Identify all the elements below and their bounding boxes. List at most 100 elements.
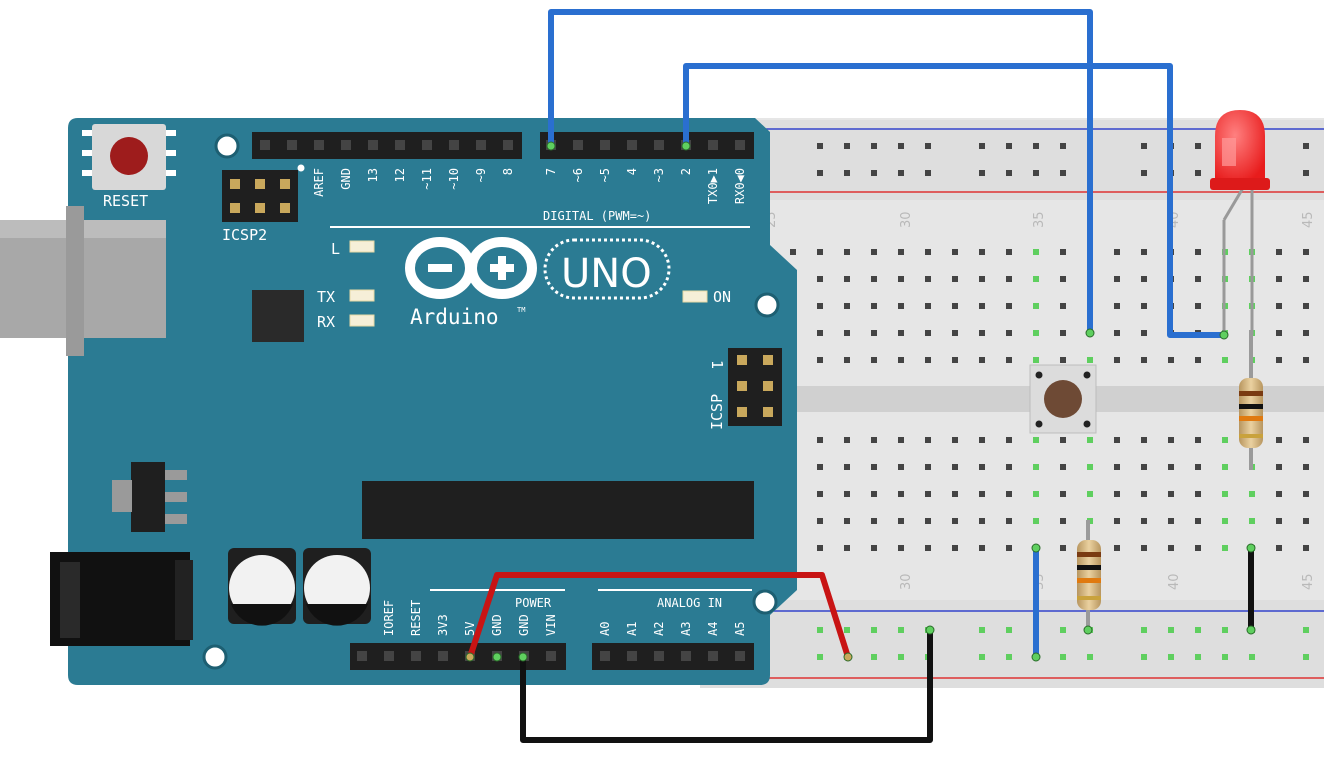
header-pin[interactable] <box>260 140 270 150</box>
header-pin[interactable] <box>314 140 324 150</box>
breadboard-hole <box>1276 276 1282 282</box>
rail-hole <box>1141 627 1147 633</box>
header-pin[interactable] <box>600 140 610 150</box>
breadboard-hole <box>1060 545 1066 551</box>
wire-end <box>492 652 502 662</box>
header-pin[interactable] <box>503 140 513 150</box>
breadboard-hole <box>1276 330 1282 336</box>
breadboard-hole <box>898 545 904 551</box>
breadboard-hole <box>898 249 904 255</box>
breadboard-hole <box>1222 464 1228 470</box>
mounting-hole <box>202 644 228 670</box>
breadboard-hole <box>1033 303 1039 309</box>
wire-blue-pin7[interactable] <box>548 9 1093 336</box>
header-pin[interactable] <box>681 651 691 661</box>
usb-tab <box>66 206 84 356</box>
wire-end <box>465 652 475 662</box>
breadboard-hole <box>1168 491 1174 497</box>
breadboard-hole <box>817 518 823 524</box>
header-pin[interactable] <box>627 140 637 150</box>
rail-hole <box>871 143 877 149</box>
led-l-label: L <box>331 240 340 258</box>
header-pin[interactable] <box>600 651 610 661</box>
header-pin[interactable] <box>357 651 367 661</box>
rail-hole <box>817 170 823 176</box>
header-pin[interactable] <box>627 651 637 661</box>
icsp2-label: ICSP2 <box>222 226 267 244</box>
breadboard-hole <box>1141 545 1147 551</box>
wire-blue-pin2[interactable] <box>683 63 1227 338</box>
power-pin-label: 3V3 <box>436 614 450 636</box>
header-pin[interactable] <box>438 651 448 661</box>
breadboard-hole <box>1033 357 1039 363</box>
icsp-label: ICSP <box>708 394 726 430</box>
rail-hole <box>1033 143 1039 149</box>
led-on-label: ON <box>713 288 731 306</box>
power-pin-label: 5V <box>463 622 477 636</box>
header-pin[interactable] <box>384 651 394 661</box>
header-pin[interactable] <box>708 140 718 150</box>
breadboard-hole <box>1033 491 1039 497</box>
header-pin[interactable] <box>395 140 405 150</box>
rail-hole <box>817 654 823 660</box>
pin-label: AREF <box>312 168 326 197</box>
analog-pin-label: A2 <box>652 622 666 636</box>
header-pin[interactable] <box>654 651 664 661</box>
header-pin[interactable] <box>708 651 718 661</box>
header-pin[interactable] <box>546 651 556 661</box>
header-pin[interactable] <box>449 140 459 150</box>
rail-hole <box>898 654 904 660</box>
red-led <box>1210 110 1270 335</box>
breadboard-hole <box>925 464 931 470</box>
breadboard-hole <box>817 249 823 255</box>
breadboard-hole <box>1141 357 1147 363</box>
breadboard-hole <box>1141 437 1147 443</box>
rail-hole <box>1060 143 1066 149</box>
header-pin[interactable] <box>476 140 486 150</box>
breadboard-hole <box>1033 249 1039 255</box>
header-pin[interactable] <box>411 651 421 661</box>
rail-hole <box>1168 627 1174 633</box>
wire-black-gnd[interactable] <box>520 627 933 743</box>
breadboard-hole <box>1060 249 1066 255</box>
breadboard-hole <box>1114 249 1120 255</box>
breadboard-hole <box>817 357 823 363</box>
breadboard-hole <box>817 491 823 497</box>
capacitor <box>228 548 296 626</box>
rail-hole <box>1222 654 1228 660</box>
icsp-pin1-label: 1 <box>708 360 726 369</box>
breadboard-hole <box>979 357 985 363</box>
wire-red-5v[interactable] <box>467 572 851 660</box>
led-rx-label: RX <box>317 313 335 331</box>
push-button[interactable] <box>1029 364 1097 434</box>
uno-badge <box>543 238 671 300</box>
header-pin[interactable] <box>287 140 297 150</box>
breadboard-hole <box>1033 437 1039 443</box>
rail-hole <box>979 654 985 660</box>
header-pin[interactable] <box>654 140 664 150</box>
breadboard-hole <box>979 518 985 524</box>
breadboard-hole <box>1141 518 1147 524</box>
breadboard-hole <box>844 437 850 443</box>
breadboard-hole <box>1276 303 1282 309</box>
power-pin-label: VIN <box>544 614 558 636</box>
header-pin[interactable] <box>735 651 745 661</box>
col-number: 40 <box>1167 573 1182 590</box>
header-pin[interactable] <box>422 140 432 150</box>
header-pin[interactable] <box>735 140 745 150</box>
breadboard-hole <box>952 437 958 443</box>
breadboard-hole <box>898 518 904 524</box>
rail-hole <box>925 170 931 176</box>
rail-hole <box>1006 654 1012 660</box>
breadboard-hole <box>790 249 796 255</box>
header-pin[interactable] <box>368 140 378 150</box>
breadboard-hole <box>844 464 850 470</box>
breadboard-hole <box>844 303 850 309</box>
pin-label: ~3 <box>652 168 666 182</box>
reset-button[interactable] <box>82 124 176 190</box>
pin-label: 4 <box>625 168 639 175</box>
header-pin[interactable] <box>341 140 351 150</box>
header-pin[interactable] <box>573 140 583 150</box>
breadboard-hole <box>925 357 931 363</box>
breadboard-hole <box>925 249 931 255</box>
